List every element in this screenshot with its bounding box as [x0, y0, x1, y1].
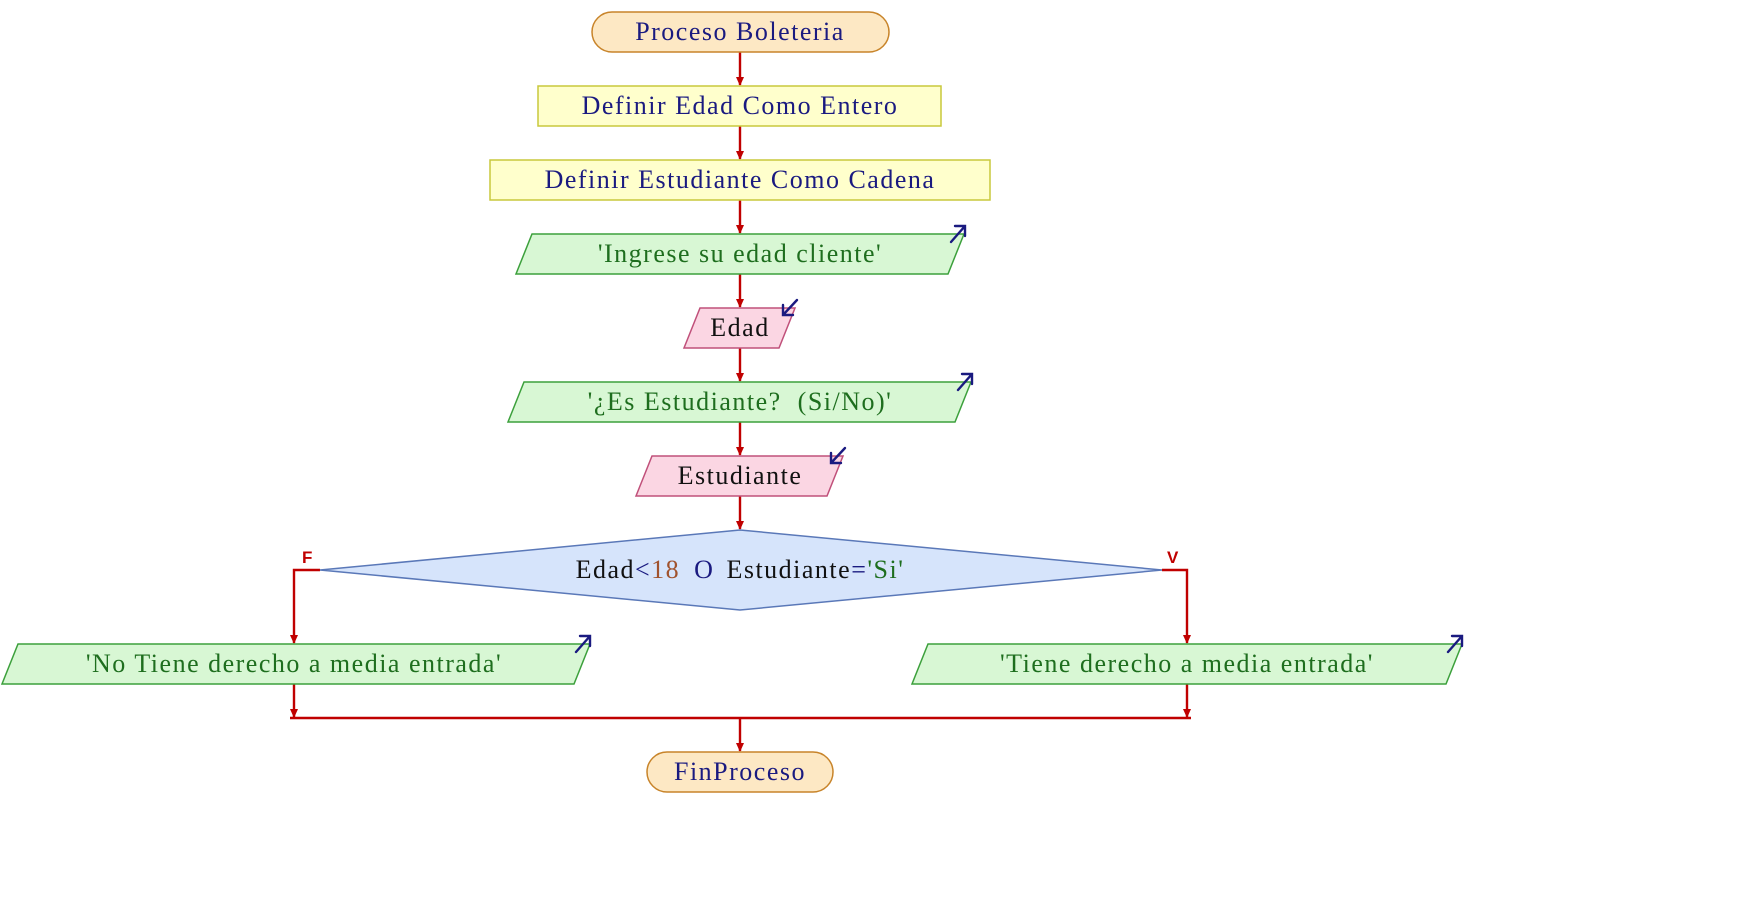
arrow-up-right-icon — [949, 224, 967, 244]
decision-op1: < — [635, 555, 651, 584]
output-shape — [506, 381, 973, 423]
node-decision: Edad<18 O Estudiante='Si' F V — [302, 529, 1179, 611]
output-shape — [0, 643, 592, 685]
branch-true-label: V — [1167, 548, 1179, 567]
arrow-up-right-icon — [1446, 634, 1464, 654]
connector-decision-true — [1162, 568, 1191, 644]
node-end-label: FinProceso — [674, 757, 806, 786]
decision-condition: Edad<18 O Estudiante='Si' — [576, 555, 905, 584]
output-shape — [514, 233, 966, 275]
node-out-edad-label: 'Ingrese su edad cliente' — [598, 239, 882, 268]
decision-op2: = — [851, 555, 867, 584]
node-out-true-label: 'Tiene derecho a media entrada' — [1000, 649, 1374, 678]
decision-logic: O — [694, 555, 714, 584]
branch-false-label: F — [302, 548, 312, 567]
node-out-false-label: 'No Tiene derecho a media entrada' — [86, 649, 502, 678]
arrow-down-left-icon — [829, 446, 847, 465]
node-in-estudiante: Estudiante — [634, 446, 847, 497]
connector-decision-false — [290, 568, 320, 644]
decision-number: 18 — [651, 555, 680, 584]
decision-string: 'Si' — [867, 555, 904, 584]
node-in-edad-label: Edad — [710, 313, 769, 342]
node-in-estudiante-label: Estudiante — [678, 461, 803, 490]
arrow-down-left-icon — [781, 298, 799, 317]
node-out-estudiante-label: '¿Es Estudiante? (Si/No)' — [588, 387, 893, 416]
connectors — [290, 50, 1191, 752]
process-shape — [489, 159, 991, 201]
node-def-estudiante-label: Definir Estudiante Como Cadena — [545, 165, 936, 194]
arrow-up-right-icon — [956, 372, 974, 392]
node-out-true: 'Tiene derecho a media entrada' — [910, 634, 1464, 685]
decision-shape — [319, 529, 1163, 611]
node-out-edad: 'Ingrese su edad cliente' — [514, 224, 967, 275]
node-def-edad-label: Definir Edad Como Entero — [582, 91, 899, 120]
node-start-label: Proceso Boleteria — [635, 17, 845, 46]
process-shape — [537, 85, 942, 127]
input-shape — [634, 455, 845, 497]
node-def-estudiante: Definir Estudiante Como Cadena — [489, 159, 991, 201]
node-end: FinProceso — [646, 751, 834, 793]
terminal-shape — [646, 751, 834, 793]
node-out-false: 'No Tiene derecho a media entrada' — [0, 634, 592, 685]
node-in-edad: Edad — [682, 298, 799, 349]
node-out-estudiante: '¿Es Estudiante? (Si/No)' — [506, 372, 974, 423]
decision-var1: Edad — [576, 555, 635, 584]
output-shape — [910, 643, 1464, 685]
node-def-edad: Definir Edad Como Entero — [537, 85, 942, 127]
node-start: Proceso Boleteria — [591, 11, 890, 53]
decision-var2: Estudiante — [726, 555, 851, 584]
arrow-up-right-icon — [574, 634, 592, 654]
terminal-shape — [591, 11, 890, 53]
input-shape — [682, 307, 797, 349]
